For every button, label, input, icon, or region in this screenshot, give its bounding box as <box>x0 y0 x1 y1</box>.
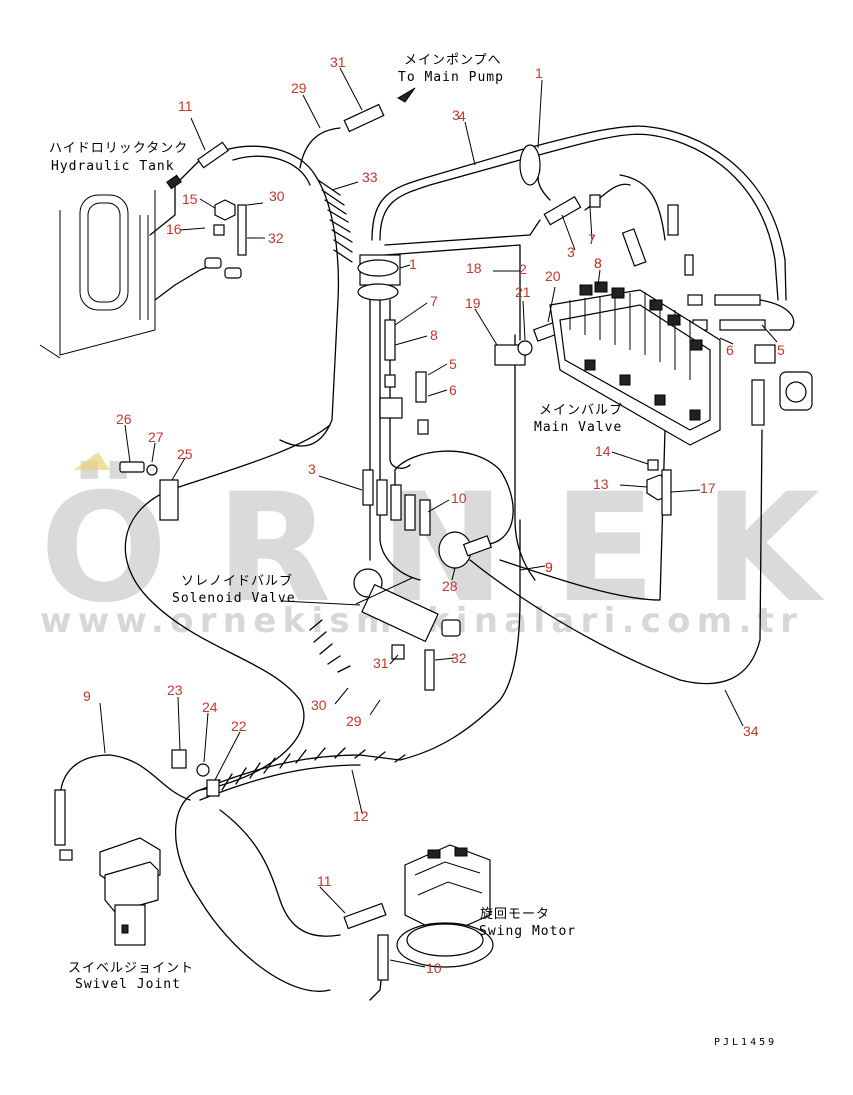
part-number: 30 <box>311 697 327 713</box>
part-number: 18 <box>466 260 482 276</box>
part-number: 3 <box>452 107 460 123</box>
part-number: 9 <box>545 559 553 575</box>
swing-motor-label-jp: 旋回モータ <box>480 907 550 922</box>
part-number: 26 <box>116 411 132 427</box>
part-number: 32 <box>451 650 467 666</box>
part-number: 31 <box>373 655 389 671</box>
part-number: 22 <box>231 718 247 734</box>
solenoid-valve-label-en: Solenoid Valve <box>172 591 296 606</box>
part-number: 21 <box>515 284 531 300</box>
part-number: 19 <box>465 295 481 311</box>
part-number: 7 <box>430 293 438 309</box>
part-number: 4 <box>458 108 466 124</box>
part-number: 15 <box>182 191 198 207</box>
hydraulic-tank-label-jp: ハイドロリックタンク <box>49 141 188 156</box>
part-number: 11 <box>178 98 193 114</box>
part-number: 23 <box>167 682 183 698</box>
part-number: 25 <box>177 446 193 462</box>
part-number-callouts: 1 1 2 3 3 3 4 5 5 6 6 7 7 7 8 8 8 9 9 9 … <box>83 54 785 976</box>
part-number: 8 <box>594 255 602 271</box>
part-number: 29 <box>291 80 307 96</box>
part-number: 30 <box>269 188 285 204</box>
part-number: 3 <box>567 244 575 260</box>
part-number: 24 <box>202 699 218 715</box>
part-number: 13 <box>593 476 609 492</box>
part-number: 34 <box>743 723 759 739</box>
part-number: 9 <box>83 688 91 704</box>
part-number: 7 <box>588 231 596 247</box>
solenoid-valve-label-jp: ソレノイドバルブ <box>181 573 293 589</box>
part-number: 11 <box>317 873 332 889</box>
spiral-guards <box>209 179 406 796</box>
main-pump-label-jp: メインポンプへ <box>404 53 502 68</box>
part-number: 7 <box>588 231 596 247</box>
main-valve <box>549 281 721 446</box>
swing-motor-label-en: Swing Motor <box>479 924 576 939</box>
part-number: 10 <box>426 960 442 976</box>
swivel-joint <box>54 789 161 946</box>
part-number: 27 <box>148 429 164 445</box>
hydraulic-tank-label-en: Hydraulic Tank <box>51 159 175 174</box>
part-number: 8 <box>430 327 438 343</box>
part-number: 1 <box>409 256 417 272</box>
swivel-joint-label-en: Swivel Joint <box>75 977 181 992</box>
part-number: 5 <box>777 342 785 358</box>
part-number: 5 <box>449 356 457 372</box>
part-number: 20 <box>545 268 561 284</box>
main-pump-label-en: To Main Pump <box>398 70 504 85</box>
part-number: 31 <box>330 54 346 70</box>
drawing-code: PJL1459 <box>714 1037 777 1048</box>
part-number: 8 <box>594 255 602 271</box>
part-number: 1 <box>535 65 543 81</box>
part-number: 10 <box>451 490 467 506</box>
watermark-mark-icon <box>74 452 110 470</box>
part-number: 16 <box>166 221 182 237</box>
main-valve-label-jp: メインバルブ <box>539 402 623 418</box>
leader-lines <box>99 67 778 968</box>
part-number: 12 <box>353 808 369 824</box>
part-number: 29 <box>346 713 362 729</box>
part-number: 6 <box>449 382 457 398</box>
hydraulic-tank <box>39 159 221 359</box>
main-valve-label-en: Main Valve <box>534 420 622 435</box>
component-labels: メインポンプへ To Main Pump ハイドロリックタンク Hydrauli… <box>49 53 777 1048</box>
part-number: 33 <box>362 169 378 185</box>
swivel-joint-label-jp: スイベルジョイント <box>68 961 194 976</box>
part-number: 17 <box>700 480 716 496</box>
part-number: 14 <box>595 443 611 459</box>
part-number: 3 <box>308 461 316 477</box>
fittings <box>119 87 813 797</box>
part-number: 28 <box>442 578 458 594</box>
part-number: 9 <box>545 559 553 575</box>
part-number: 2 <box>519 261 527 277</box>
swing-motor <box>343 844 494 981</box>
part-number: 32 <box>268 230 284 246</box>
part-number: 6 <box>726 342 734 358</box>
